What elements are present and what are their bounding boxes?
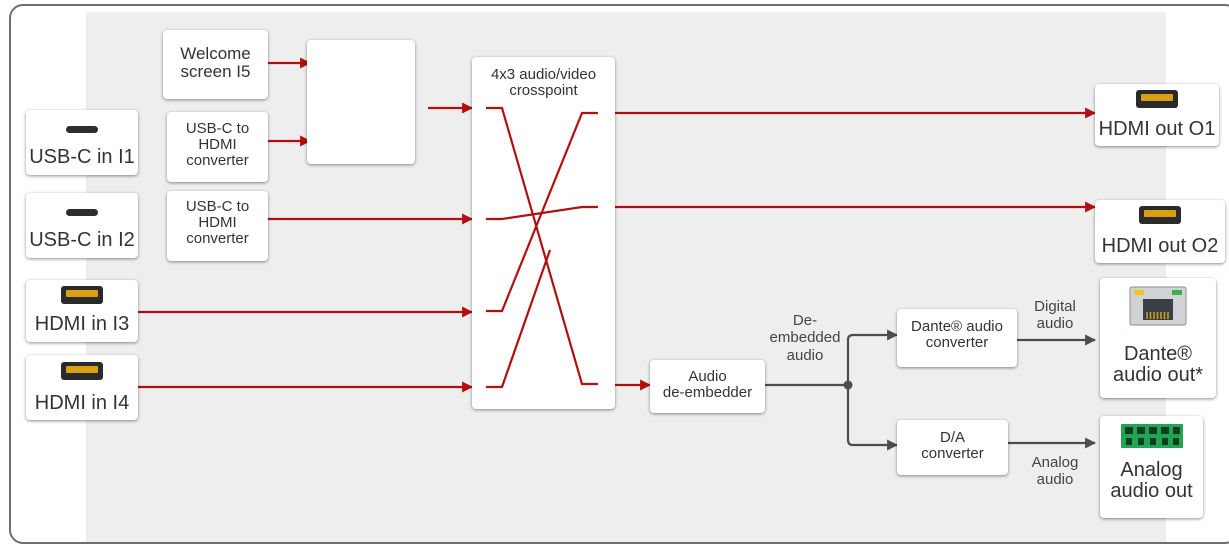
converter-2-label: USB-C to HDMI converter	[185, 198, 250, 247]
da-converter-box: D/A converter	[897, 420, 1008, 475]
dante-audio-converter-box: Dante® audio converter	[897, 309, 1017, 367]
hdmi-in-3-label: HDMI in I3	[34, 313, 130, 335]
hdmi-out-1-label: HDMI out O1	[1098, 118, 1216, 140]
hdmi-out-2-box: HDMI out O2	[1095, 200, 1225, 263]
hdmi-out-2-label: HDMI out O2	[1101, 235, 1219, 257]
diagram-frame	[9, 4, 1229, 544]
usbc-in-1-label: USB-C in I1	[29, 146, 135, 168]
usbc-to-hdmi-converter-1: USB-C to HDMI converter	[167, 112, 268, 182]
usbc-in-1-box: USB-C in I1	[26, 110, 138, 175]
analog-audio-out-box: Analog audio out	[1100, 416, 1203, 518]
hdmi-in-4-label: HDMI in I4	[34, 392, 130, 414]
hdmi-port-icon	[1139, 206, 1181, 224]
hdmi-port-icon	[61, 362, 103, 380]
dante-audio-out-box: Dante® audio out*	[1100, 278, 1216, 398]
audio-deembedder-label: Audio de-embedder	[662, 368, 753, 401]
usbc-in-2-box: USB-C in I2	[26, 193, 138, 258]
converter-1-label: USB-C to HDMI converter	[185, 120, 250, 169]
wire-to-da-converter	[846, 385, 899, 451]
crosspoint-routing-lines	[486, 106, 598, 389]
switch-box	[307, 40, 415, 164]
welcome-screen-label: Welcome screen I5	[180, 44, 251, 81]
hdmi-port-icon	[1136, 90, 1178, 108]
usb-c-port-icon	[66, 209, 98, 216]
welcome-screen-box: Welcome screen I5	[163, 30, 268, 99]
analog-audio-label: Analog audio	[1031, 454, 1079, 489]
audio-deembedder-box: Audio de-embedder	[650, 360, 765, 413]
hdmi-port-icon	[61, 286, 103, 304]
crosspoint-label: 4x3 audio/video crosspoint	[490, 66, 597, 99]
usbc-to-hdmi-converter-2: USB-C to HDMI converter	[167, 191, 268, 261]
analog-audio-out-label: Analog audio out	[1110, 459, 1193, 502]
de-embedded-audio-label: De- embedded audio	[769, 312, 841, 364]
terminal-block-icon	[1121, 424, 1183, 448]
rj45-port-icon	[1129, 286, 1187, 326]
usbc-in-2-label: USB-C in I2	[29, 229, 135, 251]
dante-audio-converter-label: Dante® audio converter	[911, 318, 1003, 351]
digital-audio-label: Digital audio	[1034, 298, 1076, 333]
dante-audio-out-label: Dante® audio out*	[1112, 343, 1204, 386]
crosspoint-box: 4x3 audio/video crosspoint	[472, 57, 615, 409]
da-converter-label: D/A converter	[921, 429, 984, 462]
usb-c-port-icon	[66, 126, 98, 133]
hdmi-in-3-box: HDMI in I3	[26, 280, 138, 342]
hdmi-in-4-box: HDMI in I4	[26, 355, 138, 420]
hdmi-out-1-box: HDMI out O1	[1095, 84, 1219, 146]
wire-to-dante-converter	[846, 329, 899, 385]
